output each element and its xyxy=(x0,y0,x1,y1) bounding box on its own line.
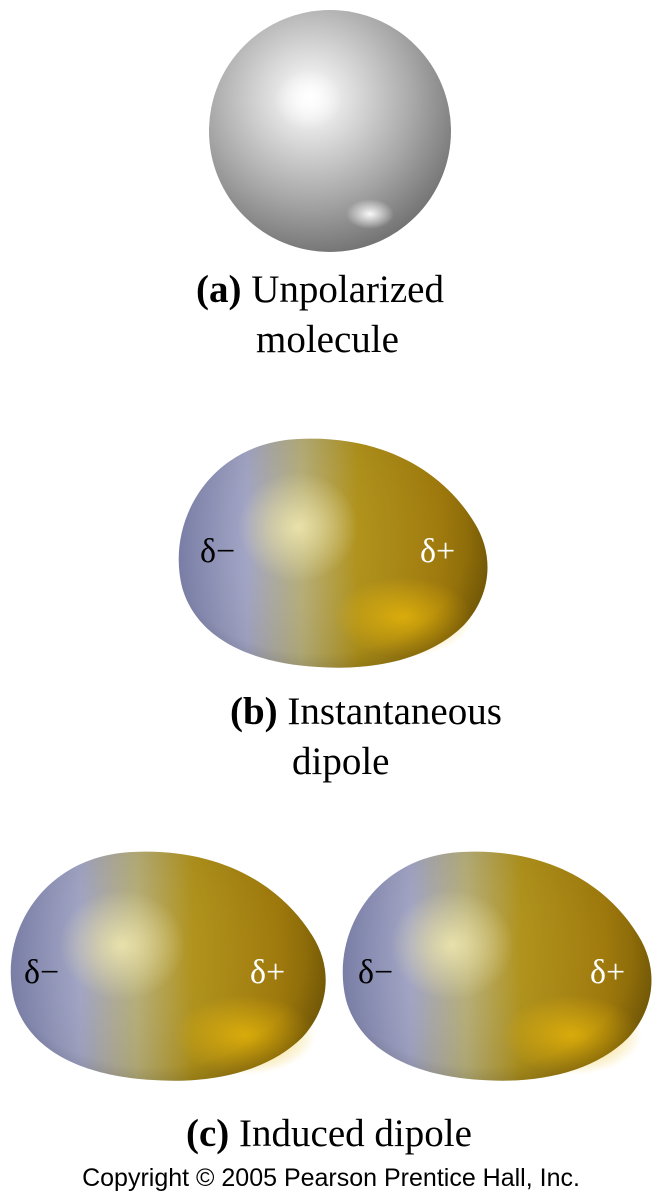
panel-c-right-positive-charge-label: δ+ xyxy=(590,954,625,991)
panel-a-line1: Unpolarized xyxy=(251,268,444,311)
panel-b-line1: Instantaneous xyxy=(287,690,502,733)
panel-a-line2: molecule xyxy=(256,318,399,361)
panel-b-negative-charge-label: δ− xyxy=(200,533,235,570)
panel-c-left-negative-charge-label: δ− xyxy=(24,954,59,991)
panel-c-letter: (c) xyxy=(186,1112,230,1155)
panel-c-caption: (c) Induced dipole xyxy=(186,1112,472,1156)
panel-c-line1: Induced dipole xyxy=(239,1112,472,1155)
panel-a-caption-line2: molecule xyxy=(256,318,399,362)
panel-b-letter: (b) xyxy=(230,690,278,733)
panel-c-left-positive-charge-label: δ+ xyxy=(250,954,285,991)
panel-a-caption: (a) Unpolarized xyxy=(196,268,444,312)
induced-dipole-molecule-right xyxy=(342,851,652,1081)
induced-dipole-molecule-left xyxy=(10,851,326,1081)
panel-b-caption-line2: dipole xyxy=(292,740,389,784)
unpolarized-molecule-sphere xyxy=(209,10,451,252)
copyright-notice: Copyright © 2005 Pearson Prentice Hall, … xyxy=(82,1164,580,1192)
panel-b-positive-charge-label: δ+ xyxy=(420,533,455,570)
panel-b-line2: dipole xyxy=(292,740,390,783)
panel-b-caption: (b) Instantaneous xyxy=(230,690,502,734)
instantaneous-dipole-molecule xyxy=(178,438,488,668)
panel-a-letter: (a) xyxy=(196,268,242,311)
panel-c-right-negative-charge-label: δ− xyxy=(358,954,393,991)
